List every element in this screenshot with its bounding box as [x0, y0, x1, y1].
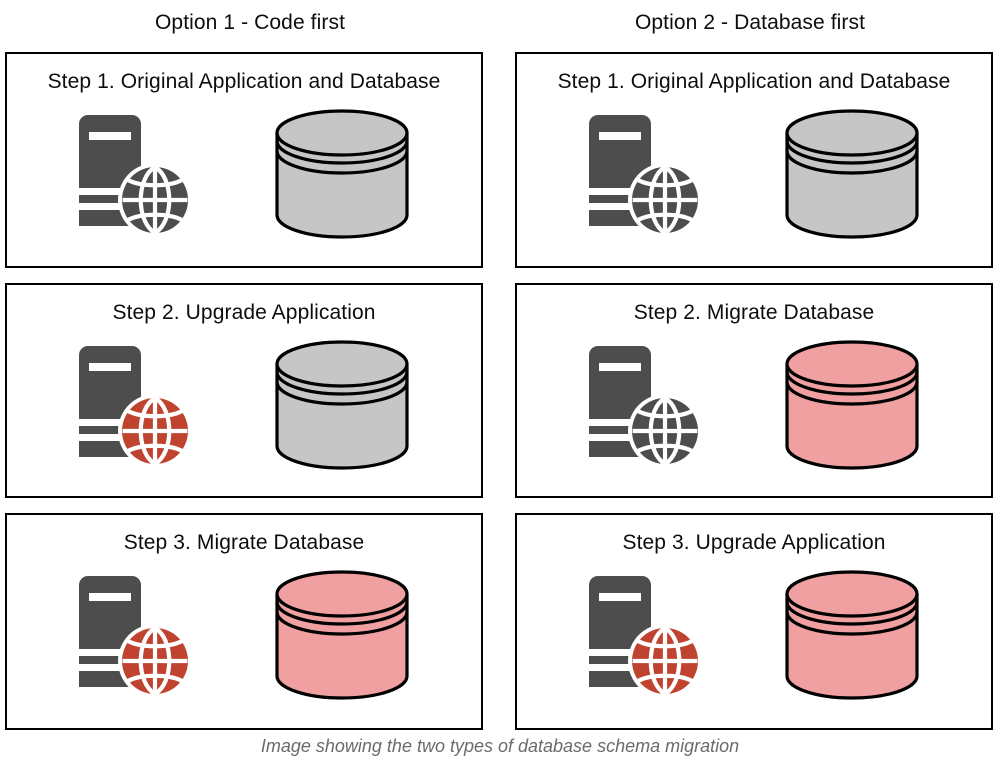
server-tower-icon	[579, 110, 699, 240]
database-cylinder-icon-migrated	[781, 338, 923, 472]
server-tower-icon-upgraded	[69, 571, 189, 701]
column-header-option-2: Option 2 - Database first	[634, 11, 866, 34]
step-figures	[517, 338, 991, 488]
server-tower-icon	[69, 110, 189, 240]
server-tower-icon	[579, 341, 699, 471]
step-figures	[517, 107, 991, 258]
step-box-opt1-step2: Step 2. Upgrade Application	[5, 283, 483, 498]
step-figures	[7, 107, 481, 258]
database-cylinder-icon-migrated	[781, 568, 923, 702]
figure-caption: Image showing the two types of database …	[260, 736, 740, 756]
step-box-opt2-step1: Step 1. Original Application and Databas…	[515, 52, 993, 268]
step-title: Step 3. Migrate Database	[123, 531, 365, 554]
database-cylinder-icon	[271, 338, 413, 472]
steps-grid: Step 1. Original Application and Databas…	[5, 52, 993, 730]
column-header-option-1: Option 1 - Code first	[154, 11, 345, 34]
step-box-opt1-step3: Step 3. Migrate Database	[5, 513, 483, 730]
step-figures	[7, 568, 481, 720]
column-headers: Option 1 - Code first Option 2 - Databas…	[0, 0, 1000, 46]
step-title: Step 3. Upgrade Application	[622, 531, 886, 554]
server-tower-icon-upgraded	[579, 571, 699, 701]
step-title: Step 2. Migrate Database	[633, 301, 875, 324]
database-cylinder-icon	[271, 107, 413, 241]
step-box-opt2-step3: Step 3. Upgrade Application	[515, 513, 993, 730]
step-box-opt1-step1: Step 1. Original Application and Databas…	[5, 52, 483, 268]
step-box-opt2-step2: Step 2. Migrate Database	[515, 283, 993, 498]
database-cylinder-icon-migrated	[271, 568, 413, 702]
server-tower-icon-upgraded	[69, 341, 189, 471]
step-title: Step 1. Original Application and Databas…	[557, 70, 951, 93]
step-figures	[7, 338, 481, 488]
database-cylinder-icon	[781, 107, 923, 241]
step-title: Step 2. Upgrade Application	[112, 301, 376, 324]
step-figures	[517, 568, 991, 720]
step-title: Step 1. Original Application and Databas…	[47, 70, 441, 93]
